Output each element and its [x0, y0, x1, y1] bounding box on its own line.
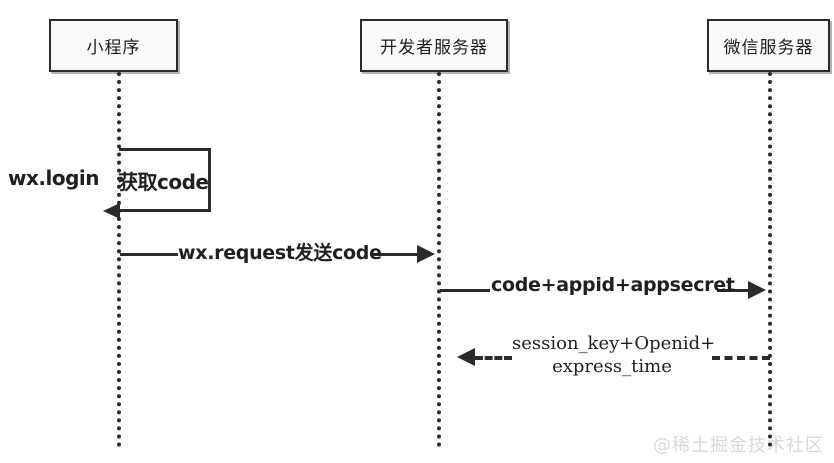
lifeline-dev-server: [437, 72, 441, 447]
message-line-right-segment: [712, 356, 770, 360]
lifeline-wechat-server: [768, 72, 772, 447]
participant-box-wechat-server: 微信服务器: [707, 19, 830, 72]
arrowhead-right-icon: [748, 281, 766, 299]
participant-label-miniprogram: 小程序: [86, 38, 141, 58]
message-label-session-key-return: session_key+Openid+ express_time: [512, 332, 716, 378]
participant-label-wechat-server: 微信服务器: [723, 38, 814, 58]
participant-box-dev-server: 开发者服务器: [360, 19, 508, 72]
message-label-code-appid-appsecret: code+appid+appsecret: [491, 274, 735, 296]
message-line-left-segment: [475, 356, 512, 360]
participant-label-dev-server: 开发者服务器: [380, 38, 488, 58]
self-call-arrowhead-icon: [103, 203, 120, 219]
watermark: @稀土掘金技术社区: [653, 435, 824, 456]
message-label-session-key-line2: express_time: [552, 356, 672, 377]
message-line-left-segment: [120, 253, 178, 256]
arrowhead-right-icon: [417, 245, 435, 263]
lifeline-miniprogram: [117, 72, 121, 447]
message-label-wx-login: wx.login: [8, 166, 99, 190]
arrowhead-left-icon: [457, 348, 475, 366]
self-call-loop-wx-login: [119, 148, 211, 212]
message-line-right-segment: [372, 253, 420, 256]
participant-box-miniprogram: 小程序: [49, 19, 178, 72]
message-label-wx-request: wx.request发送code: [178, 242, 382, 264]
message-line-left-segment: [440, 289, 490, 292]
message-label-session-key-line1: session_key+Openid+: [512, 333, 716, 354]
message-label-get-code: 获取code: [118, 170, 209, 194]
message-line-right-segment: [717, 289, 750, 292]
